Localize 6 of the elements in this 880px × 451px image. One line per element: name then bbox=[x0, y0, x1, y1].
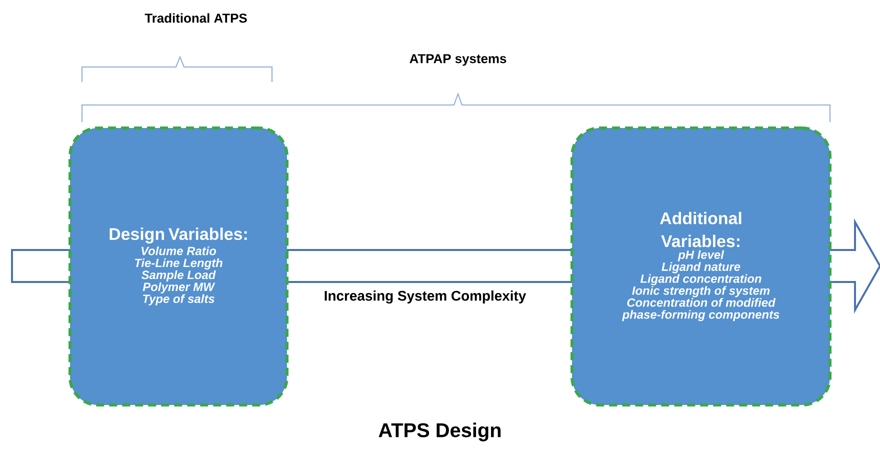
bracket-label: Traditional ATPS bbox=[144, 13, 247, 23]
variables-box: Additional Variables: pH level Ligand nature Ligand concentration Ionic strength of system Concentration of modified phase-forming components bbox=[570, 126, 832, 406]
direction-label: Increasing System Complexity bbox=[324, 290, 526, 304]
variables-box: Design Variables: Volume Ratio Tie-Line Length Sample Load Polymer MW Type of salts bbox=[68, 126, 288, 406]
bracket-label: ATPAP systems bbox=[410, 54, 506, 66]
title: ATPS Design bbox=[378, 422, 501, 442]
